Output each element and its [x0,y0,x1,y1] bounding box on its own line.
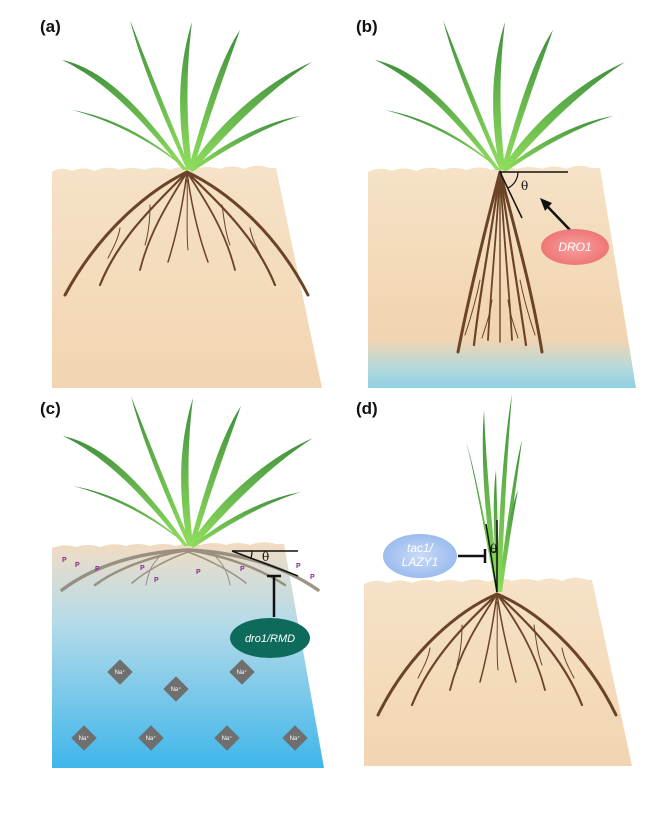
phosphate-marker: P [296,563,301,570]
sodium-ion: Na⁺ [138,725,164,751]
sodium-ion: Na⁺ [214,725,240,751]
theta-label-b: θ [521,179,528,193]
roots-b [456,170,544,354]
phosphate-marker: P [196,569,201,576]
panel-c: (c) P P P P P P [40,396,324,768]
theta-label-c: θ [262,550,269,564]
soil-b [368,165,636,388]
lazy1-label-line2: LAZY1 [402,555,439,569]
dro1-arrowhead [540,198,552,211]
sodium-ion: Na⁺ [282,725,308,751]
soil-c [52,542,324,768]
panel-b-label: (b) [356,17,378,36]
theta-label-d: θ [490,542,497,556]
shoot-a [62,20,312,172]
lazy1-label-line1: tac1/ [407,541,435,555]
phosphate-markers: P P P P P P P P P [62,557,315,584]
shoot-c [63,396,313,548]
panel-d-label: (d) [356,399,378,418]
roots-d [376,592,618,717]
sodium-ions: Na⁺ Na⁺ Na⁺ Na⁺ Na⁺ Na⁺ Na⁺ [71,659,308,751]
panel-d: (d) θ [356,394,632,766]
panel-c-label: (c) [40,399,61,418]
phosphate-marker: P [95,566,100,573]
angle-arc-c [250,550,253,559]
dro1-arrow [546,205,571,231]
soil-d [364,577,632,766]
angle-arm-c [231,550,299,577]
angle-arc-b [507,171,519,189]
rmd-label: dro1/RMD [245,633,295,645]
svg-text:Na⁺: Na⁺ [237,669,248,676]
sodium-ion: Na⁺ [163,676,189,702]
panel-a-label: (a) [40,17,61,36]
panel-b: (b) θ [356,17,636,388]
rmd-badge: dro1/RMD [230,618,310,658]
angle-arm-b [499,171,523,219]
phosphate-marker: P [310,574,315,581]
dro1-badge: DRO1 [541,229,609,265]
dro1-label: DRO1 [558,240,591,254]
shoot-d [466,394,522,592]
panel-a: (a) [40,17,322,388]
shoot-b [375,20,625,172]
sodium-ion: Na⁺ [71,725,97,751]
svg-text:Na⁺: Na⁺ [290,735,301,742]
sodium-ion: Na⁺ [229,659,255,685]
svg-text:Na⁺: Na⁺ [79,735,90,742]
phosphate-marker: P [62,557,67,564]
svg-text:Na⁺: Na⁺ [115,669,126,676]
angle-arm-d [485,523,498,593]
phosphate-marker: P [75,562,80,569]
phosphate-marker: P [140,565,145,572]
phosphate-marker: P [240,566,245,573]
phosphate-marker: P [154,577,159,584]
svg-text:Na⁺: Na⁺ [171,686,182,693]
svg-text:Na⁺: Na⁺ [222,735,233,742]
sodium-ion: Na⁺ [107,659,133,685]
svg-text:Na⁺: Na⁺ [146,735,157,742]
roots-a [63,170,310,297]
lazy1-badge: tac1/ LAZY1 [383,534,457,578]
